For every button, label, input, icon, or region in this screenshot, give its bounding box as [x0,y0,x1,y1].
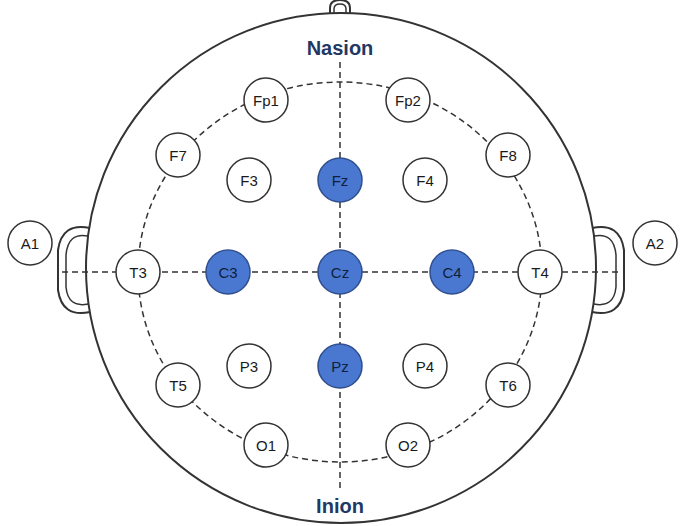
electrode-circle: A2 [632,220,678,266]
electrode-label: Fp1 [253,93,279,108]
electrode-label: T3 [129,265,147,280]
electrode-label: T4 [531,265,549,280]
landmark-label: Nasion [304,37,377,59]
electrode-circle: T6 [485,362,531,408]
electrode-label: P4 [416,359,434,374]
electrode-label: Fz [332,173,349,188]
electrode-label: C3 [218,265,237,280]
electrode-label: C4 [442,265,461,280]
electrode-circle: Fz [317,157,363,203]
electrode-label: T5 [169,378,187,393]
electrode-label: O2 [398,438,418,453]
electrode-label: F7 [169,148,187,163]
electrode-circle: Fp1 [243,77,289,123]
electrode-circle-outline [116,250,160,294]
electrode-label: A1 [21,236,39,251]
left-ear [66,235,88,304]
electrode-circle: F4 [402,157,448,203]
right-ear [594,235,616,304]
electrode-label: F4 [416,173,434,188]
electrode-circle-outline [486,133,530,177]
electrode-circle-outline [227,344,271,388]
head-outline [86,13,596,523]
electrode-circle-outline [227,158,271,202]
electrode-label: O1 [256,438,276,453]
electrode-circle-outline [156,363,200,407]
electrode-label: F8 [499,148,517,163]
electrode-circle: T4 [517,249,563,295]
electrode-circle: F3 [226,157,272,203]
electrode-circle: O1 [243,422,289,468]
electrode-circle: C4 [429,249,475,295]
electrode-label: F3 [240,173,258,188]
electrode-circle: T3 [115,249,161,295]
electrode-label: A2 [646,236,664,251]
electrode-circle-outline [318,344,362,388]
electrode-circle-outline [430,250,474,294]
electrode-circle-outline [386,423,430,467]
electrode-circle: O2 [385,422,431,468]
electrode-circle: F7 [155,132,201,178]
electrode-circle: Fp2 [385,77,431,123]
electrode-circle-outline [156,133,200,177]
electrode-label: P3 [240,359,258,374]
electrode-circle: Pz [317,343,363,389]
landmark-label: Inion [313,495,367,517]
electrode-circle: T5 [155,362,201,408]
electrode-circle: F8 [485,132,531,178]
electrode-circle-outline [318,158,362,202]
electrode-label: Cz [331,265,349,280]
electrode-circle: P3 [226,343,272,389]
electrode-circle-outline [403,158,447,202]
electrode-circle-outline [244,78,288,122]
electrode-circle: A1 [7,220,53,266]
electrode-label: Pz [331,359,349,374]
electrode-circle: P4 [402,343,448,389]
electrode-label: T6 [499,378,517,393]
electrode-circle: C3 [205,249,251,295]
electrode-circle-outline [518,250,562,294]
electrode-circle-outline [8,221,52,265]
electrode-circle-outline [206,250,250,294]
electrode-circle-outline [386,78,430,122]
electrode-label: Fp2 [395,93,421,108]
electrode-circle-outline [244,423,288,467]
electrode-circle: Cz [317,249,363,295]
electrode-circle-outline [633,221,677,265]
electrode-circle-outline [403,344,447,388]
electrode-circle-outline [486,363,530,407]
electrode-circle-outline [318,250,362,294]
